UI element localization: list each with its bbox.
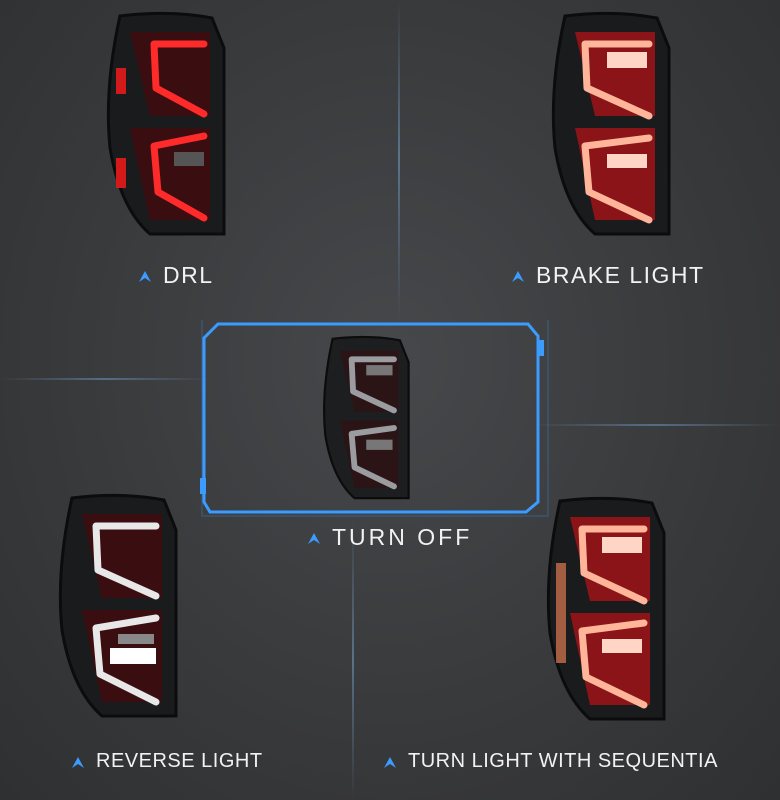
light-bar-top — [150, 40, 208, 118]
lamp-lens-top — [82, 514, 162, 598]
caption-brake-light: BRAKE LIGHT — [510, 262, 705, 289]
divider-horizontal-right — [530, 424, 780, 426]
chevron-up-icon — [139, 270, 151, 282]
chevron-up-icon — [384, 756, 396, 768]
reverse-led — [110, 648, 156, 664]
led-module — [118, 634, 154, 644]
light-bar-top — [581, 40, 653, 120]
led-module — [602, 639, 642, 653]
lamp-lens-top — [130, 32, 210, 116]
divider-vertical-top — [398, 0, 400, 320]
tail-lamp-turn — [546, 496, 666, 721]
divider-vertical-bottom — [352, 520, 354, 800]
tail-lamp-reverse — [58, 493, 178, 718]
light-bar-bottom — [150, 132, 208, 222]
tail-lamp-brake — [551, 11, 671, 236]
light-bar-top — [578, 525, 648, 605]
chevron-up-icon — [72, 756, 84, 768]
side-glow-bottom — [116, 158, 126, 188]
light-bar-bottom — [348, 425, 397, 490]
led-module — [607, 154, 647, 168]
led-module — [174, 152, 204, 166]
light-bar-bottom — [578, 619, 648, 709]
led-module — [607, 52, 647, 68]
led-module — [602, 537, 642, 553]
caption-drl: DRL — [137, 262, 214, 289]
caption-label: BRAKE LIGHT — [536, 262, 705, 288]
side-glow-top — [116, 68, 126, 94]
caption-label: TURN LIGHT WITH SEQUENTIA — [408, 750, 718, 772]
tail-lamp-drl — [106, 11, 226, 236]
light-bar-bottom — [92, 614, 160, 706]
caption-label: TURN OFF — [332, 524, 473, 550]
caption-label: DRL — [163, 262, 214, 288]
led-module — [366, 439, 393, 450]
light-bar-top — [92, 522, 160, 600]
divider-horizontal-left — [0, 378, 210, 380]
light-bar-bottom — [581, 134, 653, 224]
led-module — [366, 365, 393, 376]
chevron-up-icon — [512, 270, 524, 282]
tail-lamp-off — [323, 335, 410, 500]
caption-turn-off: TURN OFF — [306, 524, 472, 551]
light-bar-top — [348, 356, 397, 414]
caption-turn-light: TURN LIGHT WITH SEQUENTIA — [382, 750, 718, 773]
chevron-up-icon — [308, 532, 320, 544]
side-glow — [556, 563, 566, 663]
highlight-frame — [200, 320, 549, 517]
lamp-lens-bottom — [130, 128, 210, 220]
caption-label: REVERSE LIGHT — [96, 750, 263, 772]
caption-reverse-light: REVERSE LIGHT — [70, 750, 263, 773]
